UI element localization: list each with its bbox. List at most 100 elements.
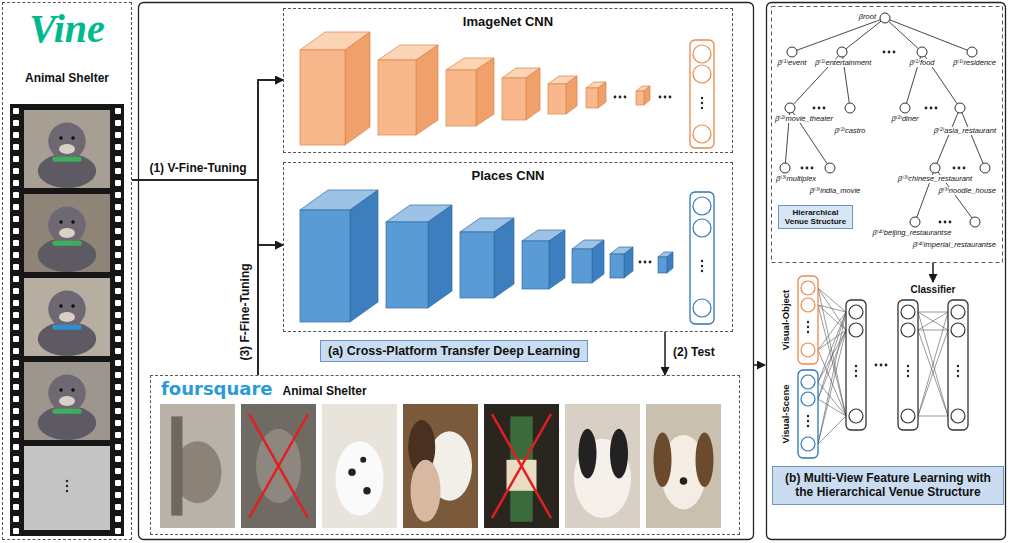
cnn-layer-side (598, 82, 606, 108)
sprocket-hole (13, 456, 19, 462)
neuron (693, 45, 711, 63)
sprocket-hole (115, 504, 121, 510)
dog-collar (52, 241, 81, 246)
sprocket-hole (13, 360, 19, 366)
cnn-layer-front (522, 241, 549, 289)
sprocket-hole (115, 444, 121, 450)
cnn-layer-front (446, 70, 476, 126)
cnn-layer-front (460, 232, 494, 298)
dog-eye (71, 388, 75, 392)
video-frame (24, 110, 110, 188)
net-link (818, 416, 846, 444)
neuron (849, 323, 863, 337)
neuron-column (798, 276, 818, 364)
neuron-column (690, 192, 714, 324)
cnn-layer-front (636, 91, 644, 105)
sprocket-hole (115, 216, 121, 222)
box-title: ImageNet CNN (463, 14, 553, 29)
photo-subject (411, 460, 441, 522)
reject-cross (249, 414, 308, 518)
tree-branch (885, 18, 922, 52)
photo-subject (680, 477, 688, 485)
ellipsis-dot (958, 167, 961, 170)
sprocket-hole (13, 372, 19, 378)
cnn-layer-front (658, 257, 667, 273)
box-title: Hierarchical Venue Structure (782, 208, 849, 226)
net-link (918, 416, 948, 417)
ellipsis-dot (66, 485, 68, 487)
cnn-layer-front (386, 222, 428, 308)
venue-photo (160, 404, 235, 528)
film-strip (10, 104, 124, 536)
section-label: (b) Multi-View Feature Learning with the… (772, 466, 1004, 505)
sprocket-hole (115, 108, 121, 114)
ellipsis-dot (813, 107, 816, 110)
imagenet-cnn (300, 32, 714, 148)
tree-label: βroot (858, 13, 877, 21)
sprocket-hole (115, 168, 121, 174)
net-link (918, 330, 948, 416)
cnn-layer-side (416, 45, 438, 135)
cnn-layer-side (549, 230, 565, 289)
fusion-network (798, 276, 968, 458)
tree-node (967, 47, 977, 57)
sprocket-hole (115, 132, 121, 138)
ellipsis-dot (949, 221, 952, 224)
tree-label: β⁽²⁾asia_restaurant (933, 127, 997, 135)
sprocket-hole (13, 468, 19, 474)
panel-frame (767, 3, 1006, 540)
step-label: (1) V-Fine-Tuning (147, 162, 248, 174)
cnn-layer-front (548, 84, 566, 114)
cnn-layer-front (502, 78, 526, 120)
sprocket-hole (115, 492, 121, 498)
cnn-layer-front (572, 249, 592, 283)
ellipsis-dot (66, 490, 68, 492)
photo-subject (336, 441, 384, 515)
dog-body (38, 322, 96, 356)
ellipsis-dot (875, 364, 878, 367)
ellipsis-dot (818, 107, 821, 110)
neuron (901, 409, 915, 423)
neuron (951, 323, 965, 337)
photo-subject (579, 429, 597, 479)
neuron (801, 437, 815, 451)
sprocket-hole (115, 192, 121, 198)
dog-collar (52, 157, 81, 162)
sprocket-hole (13, 408, 19, 414)
tree-node (970, 217, 980, 227)
net-link (818, 305, 846, 416)
net-link (818, 330, 846, 444)
ellipsis-dot (801, 167, 804, 170)
sprocket-hole (115, 228, 121, 234)
photo-subject (171, 416, 182, 515)
tree-node (845, 103, 855, 113)
sprocket-hole (115, 144, 121, 150)
sprocket-hole (115, 456, 121, 462)
sprocket-hole (13, 168, 19, 174)
tree-label: β⁽¹⁾event (777, 59, 808, 67)
ellipsis-dot (855, 375, 857, 377)
sprocket-hole (13, 420, 19, 426)
sprocket-hole (115, 312, 121, 318)
cnn-layer-side (644, 86, 650, 105)
section-title: (b) Multi-View Feature Learning with the… (780, 471, 996, 500)
venue-photo (322, 404, 397, 528)
flow-arrow (932, 263, 934, 282)
tree-label: β⁽⁴⁾beijing_restaurantse (872, 229, 953, 237)
sprocket-hole (115, 180, 121, 186)
sprocket-hole (115, 324, 121, 330)
ellipsis-dot (953, 167, 956, 170)
cnn-layer-side (476, 58, 494, 126)
sprocket-hole (13, 204, 19, 210)
net-link (818, 288, 846, 330)
ellipsis-dot (930, 107, 933, 110)
neuron (693, 125, 711, 143)
sprocket-hole (115, 372, 121, 378)
video-frame (24, 362, 110, 440)
ellipsis-dot (888, 51, 891, 54)
ellipsis-dot (807, 420, 809, 422)
tree-label: β⁽²⁾castro (834, 127, 867, 135)
tree-node (785, 103, 795, 113)
